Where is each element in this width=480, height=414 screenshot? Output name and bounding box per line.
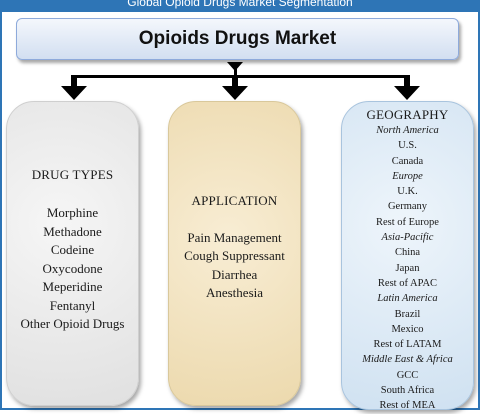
drug-type-item: Morphine <box>46 205 99 221</box>
application-list: Pain Management Cough Suppressant Diarrh… <box>184 229 285 303</box>
geography-country-item: Rest of LATAM <box>373 339 442 351</box>
drug-type-item: Codeine <box>50 242 95 258</box>
geography-country-item: Brazil <box>394 308 421 320</box>
application-item: Diarrhea <box>211 266 258 282</box>
geography-country-item: Mexico <box>391 323 424 335</box>
drug-type-item: Meperidine <box>42 279 103 295</box>
geography-country-item: Rest of MEA <box>379 400 436 412</box>
geography-country-item: South Africa <box>380 385 435 397</box>
title-down-arrow <box>227 62 243 71</box>
right-arrow-shaft <box>404 75 410 88</box>
left-arrow-head <box>61 86 87 100</box>
geography-country-item: Canada <box>391 155 424 167</box>
middle-arrow-shaft <box>232 75 238 88</box>
banner-title: Global Opioid Drugs Market Segmentation <box>127 0 353 9</box>
geography-heading: GEOGRAPHY <box>366 107 449 122</box>
right-arrow-head <box>394 86 420 100</box>
geography-region-item: Middle East & Africa <box>362 354 453 366</box>
main-title-box: Opioids Drugs Market <box>16 18 459 60</box>
geography-country-item: Rest of Europe <box>375 216 439 228</box>
geography-country-item: Rest of APAC <box>377 277 438 289</box>
left-arrow-shaft <box>71 75 77 88</box>
geography-country-item: U.K. <box>397 186 418 198</box>
banner: Global Opioid Drugs Market Segmentation <box>0 0 480 12</box>
geography-country-item: U.S. <box>398 140 417 152</box>
application-box: APPLICATION Pain Management Cough Suppre… <box>168 101 301 406</box>
drug-type-item: Fentanyl <box>49 297 96 313</box>
geography-country-item: Japan <box>395 262 420 274</box>
drug-types-box: DRUG TYPES Morphine Methadone Codeine Ox… <box>6 101 139 406</box>
geography-country-item: China <box>394 247 421 259</box>
application-item: Cough Suppressant <box>184 248 285 263</box>
drug-type-item: Other Opioid Drugs <box>20 316 125 332</box>
drug-types-heading: DRUG TYPES <box>31 167 114 183</box>
drug-type-item: Methadone <box>43 223 102 239</box>
drug-types-list: Morphine Methadone Codeine Oxycodone Mep… <box>21 204 125 334</box>
application-item: Anesthesia <box>205 285 264 300</box>
application-heading: APPLICATION <box>191 192 278 208</box>
main-title: Opioids Drugs Market <box>138 28 337 49</box>
geography-region-item: Latin America <box>377 293 438 305</box>
geography-region-item: Europe <box>392 170 423 182</box>
geography-region-item: Asia-Pacific <box>381 232 434 244</box>
middle-arrow-head <box>222 86 248 100</box>
geography-country-item: GCC <box>396 369 419 381</box>
drug-type-item: Oxycodone <box>42 260 103 276</box>
geography-region-item: North America <box>376 125 439 136</box>
application-item: Pain Management <box>187 229 282 245</box>
geography-country-item: Germany <box>387 201 428 213</box>
distribution-line <box>73 75 408 78</box>
